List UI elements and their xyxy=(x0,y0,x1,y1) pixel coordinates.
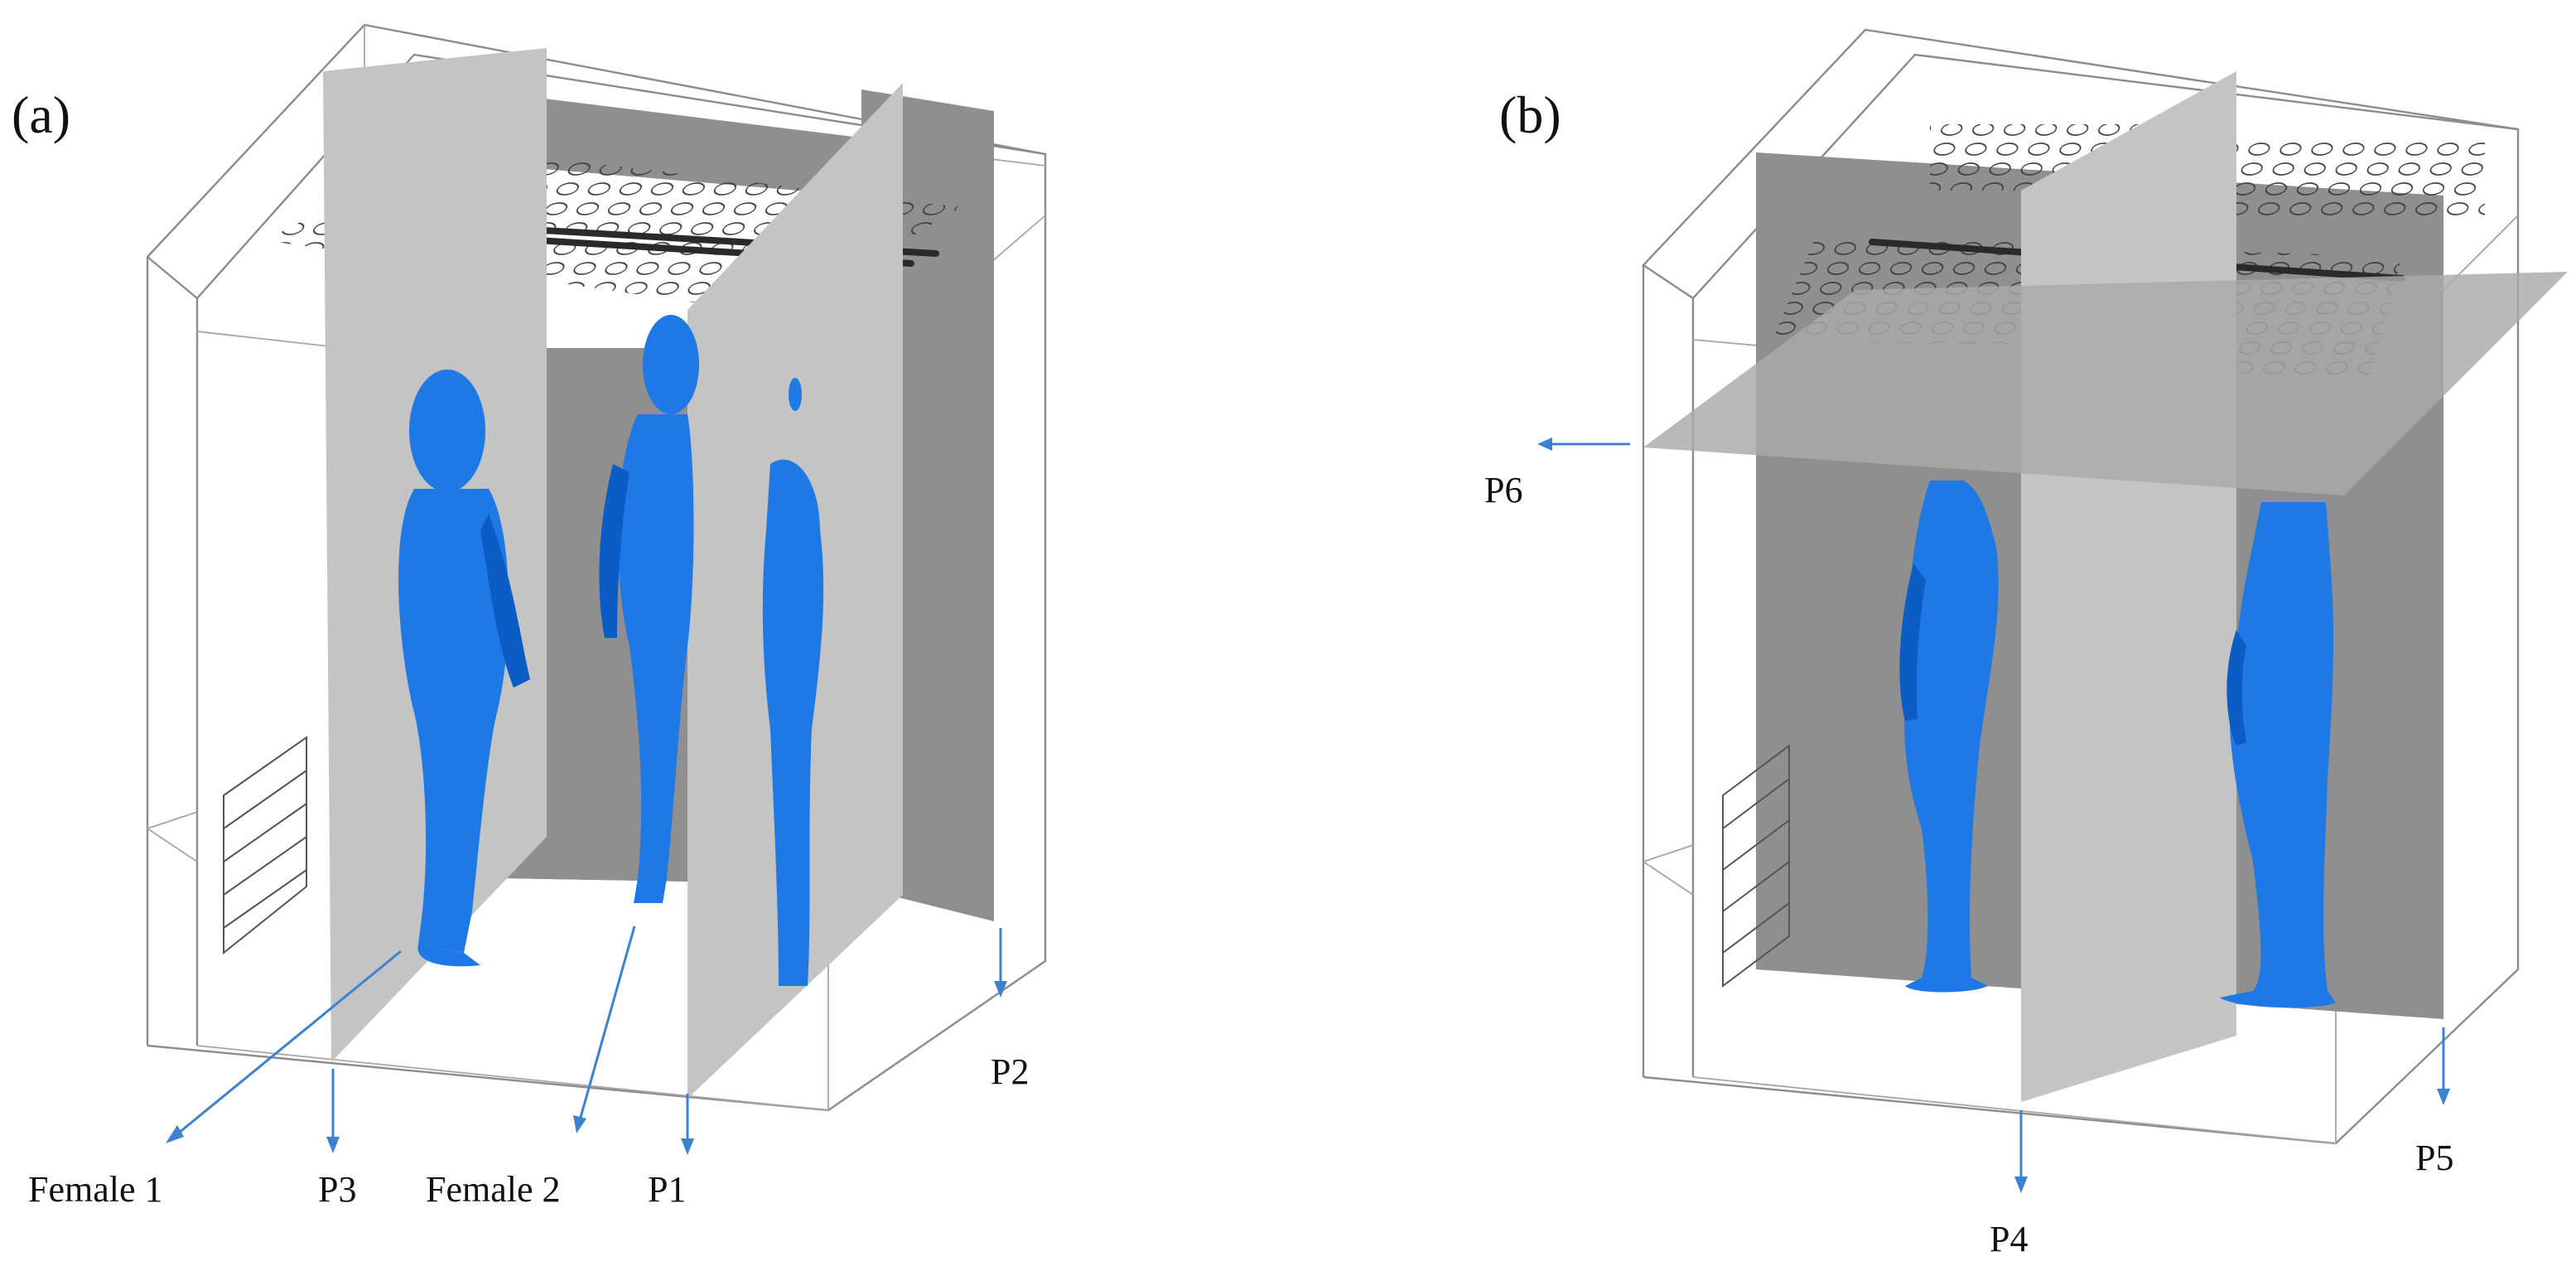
wall-grille-b xyxy=(1722,744,1790,988)
panel-b: (b) xyxy=(1484,28,2568,1259)
female-1-figure xyxy=(398,370,530,967)
plane-p4 xyxy=(2021,71,2236,1102)
callout-female-2: Female 2 xyxy=(426,1169,561,1210)
ceiling-diffuser-b2 xyxy=(2220,141,2485,215)
plane-p6 xyxy=(1643,272,2568,495)
callout-p5: P5 xyxy=(2415,1138,2453,1178)
third-figure-a xyxy=(762,378,824,986)
female-2-figure-b xyxy=(2220,502,2336,1008)
female-1-figure-b xyxy=(1899,481,1999,993)
panel-a-label: (a) xyxy=(12,85,70,144)
callout-p4: P4 xyxy=(1990,1219,2028,1259)
callout-p1: P1 xyxy=(648,1169,686,1210)
callout-female-1: Female 1 xyxy=(28,1169,163,1210)
female-2-figure xyxy=(599,315,699,903)
callout-arrows-a xyxy=(166,925,1007,1155)
wall-grille-a xyxy=(223,736,307,955)
callout-arrows-b xyxy=(1537,437,2450,1193)
callout-p2: P2 xyxy=(991,1051,1029,1092)
callout-p6: P6 xyxy=(1484,470,1522,510)
callout-p3: P3 xyxy=(318,1169,356,1210)
panel-b-label: (b) xyxy=(1499,85,1561,144)
panel-a: (a) xyxy=(12,23,1047,1210)
